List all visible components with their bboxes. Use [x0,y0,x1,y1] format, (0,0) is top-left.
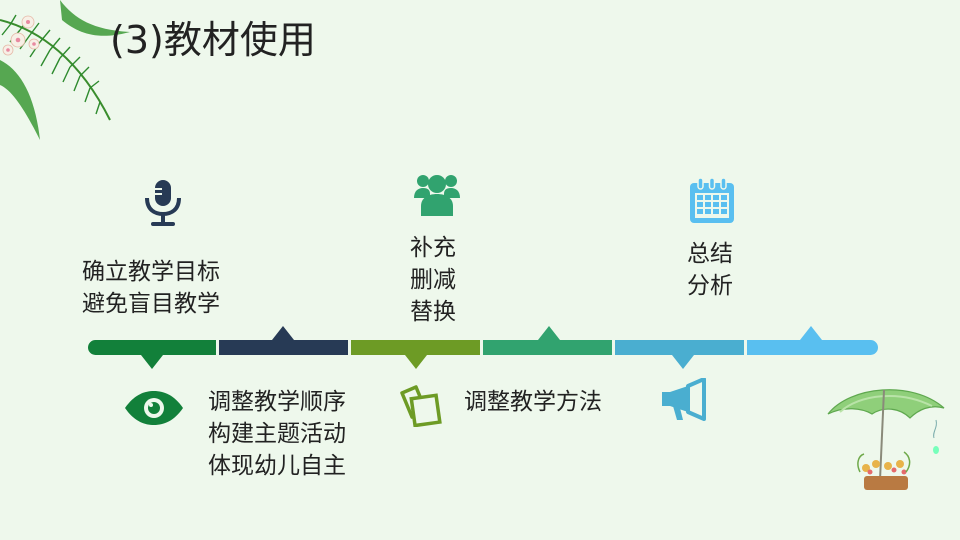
top-item-2-line-3: 替换 [410,299,456,325]
timeline-pointer-down-3 [405,355,427,369]
top-item-1-line-1: 确立教学目标 [82,259,220,285]
palm-leaves-decoration [0,0,130,140]
megaphone-icon [662,378,706,421]
timeline-pointer-down-5 [672,355,694,369]
timeline-segment-1 [88,340,216,355]
bottom-item-1-line-1: 调整教学顺序 [208,389,346,415]
timeline-segment-5 [615,340,744,355]
timeline-pointer-up-2 [272,326,294,340]
timeline-segment-4 [483,340,612,355]
umbrella-decoration [827,389,945,490]
top-item-2-line-2: 删减 [410,267,456,293]
copy-cards-icon [400,385,442,427]
calendar-icon [690,177,734,223]
top-item-1-line-2: 避免盲目教学 [82,291,220,317]
top-item-2-text: 补充 删减 替换 [410,232,456,328]
eye-icon [125,391,183,425]
bottom-item-2-line-1: 调整教学方法 [464,389,602,415]
timeline-pointer-up-4 [538,326,560,340]
top-item-3-line-1: 总结 [687,241,733,267]
bottom-item-1-text: 调整教学顺序 构建主题活动 体现幼儿自主 [208,386,346,482]
top-item-2-line-1: 补充 [410,235,456,261]
timeline-pointer-up-6 [800,326,822,340]
top-item-1-text: 确立教学目标 避免盲目教学 [82,256,220,320]
microphone-icon [145,180,181,226]
timeline-segment-6 [747,340,878,355]
bottom-item-2-text: 调整教学方法 [464,386,602,418]
users-icon [414,175,460,216]
bottom-item-1-line-3: 体现幼儿自主 [208,453,346,479]
top-item-3-line-2: 分析 [687,273,733,299]
timeline-pointer-down-1 [141,355,163,369]
slide-title: (3)教材使用 [110,18,316,62]
timeline-segment-2 [219,340,348,355]
bottom-item-1-line-2: 构建主题活动 [208,421,346,447]
timeline-segment-3 [351,340,480,355]
top-item-3-text: 总结 分析 [687,238,733,302]
